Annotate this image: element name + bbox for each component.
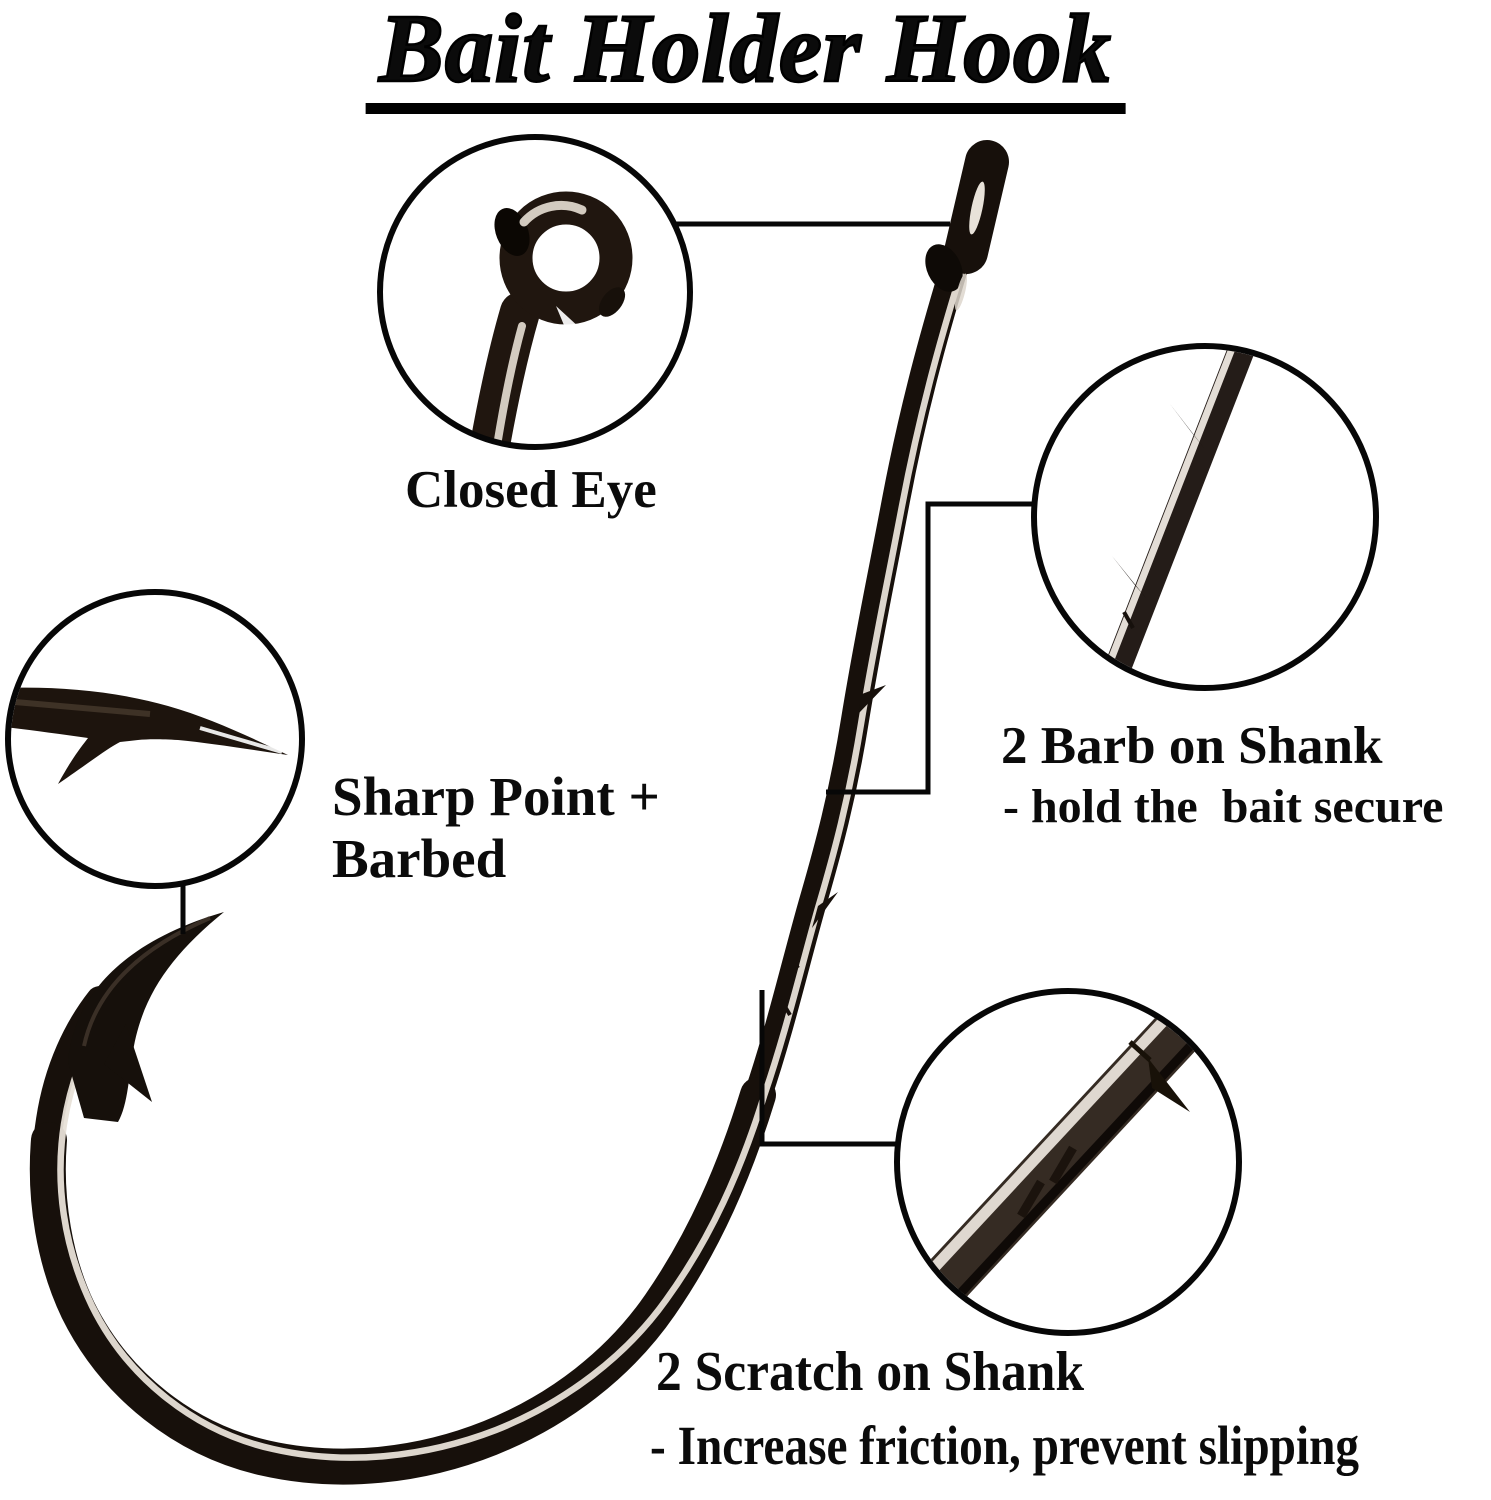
barb-on-shank-label: 2 Barb on Shank — [1001, 717, 1383, 775]
callout-circle-barbs — [1031, 343, 1379, 691]
closed-eye-label: Closed Eye — [405, 461, 657, 519]
connector-barb-bracket — [826, 501, 1033, 795]
shank-barb-lower — [812, 892, 838, 928]
sharp-point-label: Sharp Point +Barbed — [332, 766, 660, 889]
connector-scratch-bracket — [759, 990, 900, 1147]
barb-on-shank-description: - hold the bait secure — [1003, 780, 1444, 833]
hook-highlight — [57, 246, 972, 1461]
hook-point-barb — [68, 912, 224, 1122]
callout-circle-closed-eye — [377, 134, 693, 450]
main-hook — [29, 140, 1009, 1485]
sharp-point-label-line1: Sharp Point + — [332, 766, 660, 827]
hook-bend — [29, 1077, 776, 1485]
hook-eye — [925, 140, 1009, 311]
scratch-on-shank-label: 2 Scratch on Shank — [656, 1341, 1085, 1403]
scratch-on-shank-description: - Increase friction, prevent slipping — [650, 1415, 1360, 1476]
shank-barb-upper — [858, 685, 886, 714]
page-title: Bait Holder Hook — [365, 0, 1126, 114]
shank-nick-marks — [779, 951, 800, 1017]
callout-circle-point — [5, 589, 305, 889]
callout-circle-scratch — [894, 988, 1242, 1336]
sharp-point-label-line2: Barbed — [332, 827, 507, 889]
